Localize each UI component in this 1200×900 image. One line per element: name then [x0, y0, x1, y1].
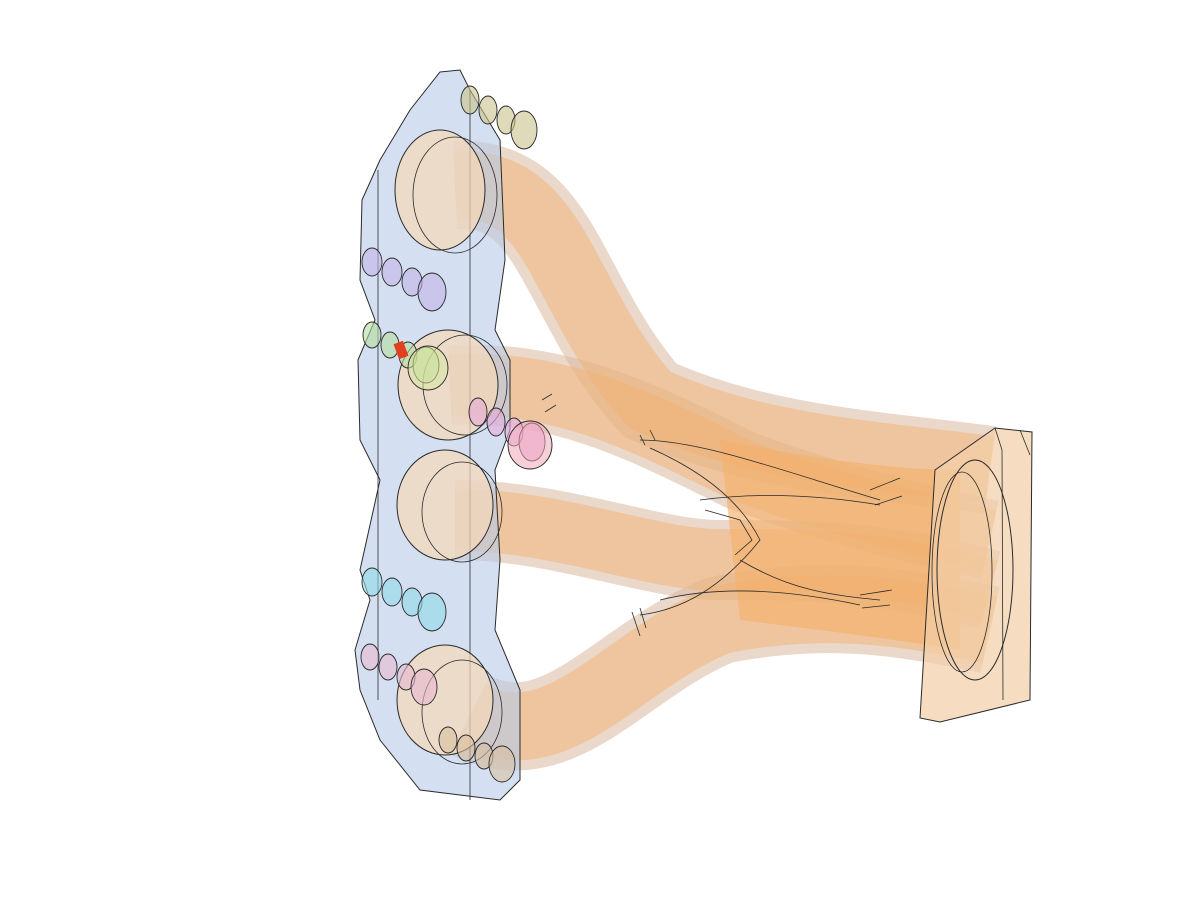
upper-left-stud-ring	[417, 272, 447, 312]
port-3	[396, 449, 494, 561]
bottom-left-stud-ring	[378, 653, 398, 681]
middle-right-nut	[507, 420, 553, 470]
runner-1	[453, 150, 995, 504]
upper-left-stud	[361, 247, 447, 312]
red-marker-band	[393, 340, 409, 360]
outlet-flange	[919, 427, 1033, 723]
bottom-left-stud	[360, 643, 438, 706]
collector-merge-lines	[541, 393, 903, 637]
exhaust-ports	[394, 129, 508, 765]
outlet-flange-bore	[936, 459, 1014, 681]
bottom-left-stud-ring	[360, 643, 380, 671]
lower-left-stud-ring	[381, 577, 403, 607]
top-stud	[460, 85, 538, 150]
runner-pipes	[448, 140, 1001, 771]
upper-left-stud-ring	[361, 247, 383, 277]
lower-left-stud-ring	[361, 567, 383, 597]
top-stud-ring	[460, 85, 480, 115]
head-flange	[354, 69, 521, 801]
bottom-right-stud-ring	[438, 726, 458, 754]
top-stud-ring	[510, 110, 538, 150]
middle-right-stud-ring	[486, 407, 506, 437]
port-1	[394, 129, 486, 251]
lower-left-stud-ring	[417, 592, 447, 632]
collector-body	[720, 440, 960, 650]
bottom-right-stud-ring	[488, 745, 516, 783]
fasteners	[360, 85, 553, 783]
top-stud-ring	[478, 95, 498, 125]
bottom-right-stud-ring	[456, 734, 476, 762]
bottom-right-stud	[438, 726, 516, 783]
bottom-left-stud-ring	[410, 668, 438, 706]
middle-right-stud-ring	[468, 397, 488, 427]
upper-left-stud-ring	[381, 257, 403, 287]
middle-left-nut	[407, 345, 449, 391]
middle-left-stud-ring	[362, 321, 382, 349]
lower-left-stud	[361, 567, 447, 632]
